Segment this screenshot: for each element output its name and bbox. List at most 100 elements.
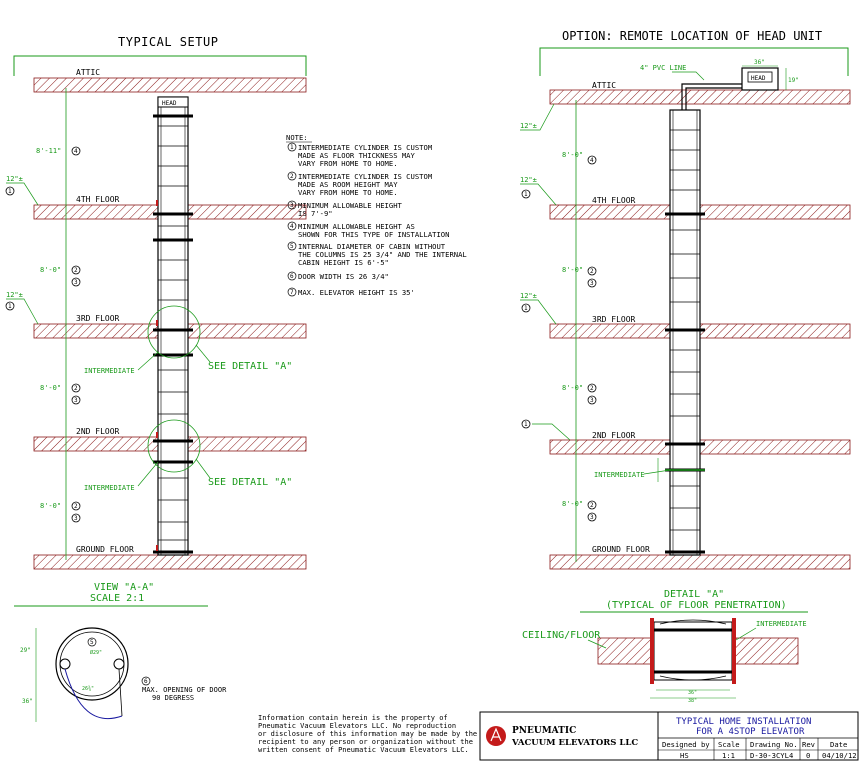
intermediate-label-lower: INTERMEDIATE: [84, 484, 135, 492]
view-aa: VIEW "A-A" SCALE 2:1 5 Ø29" 26¾" 29" 36"…: [14, 582, 227, 722]
svg-text:SHOWN FOR THIS TYPE OF INSTALL: SHOWN FOR THIS TYPE OF INSTALLATION: [298, 230, 449, 239]
svg-text:MADE AS ROOM HEIGHT MAY: MADE AS ROOM HEIGHT MAY: [298, 180, 398, 189]
svg-text:CABIN HEIGHT IS 6'-5": CABIN HEIGHT IS 6'-5": [298, 258, 389, 267]
view-dim-diam: Ø29": [90, 649, 102, 656]
svg-text:5: 5: [290, 243, 294, 250]
head-label-left: HEAD: [162, 100, 177, 107]
value-date: 04/10/12: [822, 751, 857, 760]
svg-text:Pneumatic Vacuum Elevators LLC: Pneumatic Vacuum Elevators LLC. No repro…: [258, 722, 456, 730]
svg-text:6: 6: [144, 678, 148, 685]
value-designed-by: HS: [680, 751, 689, 760]
svg-text:INTERMEDIATE CYLINDER IS CUSTO: INTERMEDIATE CYLINDER IS CUSTOM: [298, 143, 433, 152]
detail-intermediate-label: INTERMEDIATE: [756, 620, 807, 628]
svg-text:IS 7'-9": IS 7'-9": [298, 209, 333, 218]
svg-text:4: 4: [590, 157, 594, 164]
pvc-line-label: 4" PVC LINE: [640, 64, 686, 72]
level-attic-right: ATTIC: [592, 81, 616, 90]
svg-text:4: 4: [290, 223, 294, 230]
title-block: PNEUMATIC VACUUM ELEVATORS LLC TYPICAL H…: [479, 711, 859, 761]
svg-text:MINIMUM ALLOWABLE HEIGHT AS: MINIMUM ALLOWABLE HEIGHT AS: [298, 222, 415, 231]
company-name-line1: PNEUMATIC: [512, 726, 576, 736]
level-attic: ATTIC: [76, 68, 100, 77]
level-4th-right: 4TH FLOOR: [592, 196, 636, 205]
svg-text:1: 1: [524, 305, 528, 312]
svg-text:2: 2: [590, 502, 594, 509]
svg-text:5: 5: [90, 639, 94, 646]
detail-a: DETAIL "A" (TYPICAL OF FLOOR PENETRATION…: [522, 589, 808, 704]
svg-text:2: 2: [74, 267, 78, 274]
remote-head-option: OPTION: REMOTE LOCATION OF HEAD UNIT ATT…: [520, 29, 851, 570]
value-scale: 1:1: [722, 751, 735, 760]
level-ground-right: GROUND FLOOR: [592, 545, 650, 554]
header-drawing-no: Drawing No.: [750, 740, 798, 749]
drawing-title-line1: TYPICAL HOME INSTALLATION: [676, 717, 811, 727]
svg-text:INTERNAL DIAMETER OF CABIN WIT: INTERNAL DIAMETER OF CABIN WITHOUT: [298, 242, 446, 251]
svg-text:3: 3: [590, 280, 594, 287]
level-ground: GROUND FLOOR: [76, 545, 134, 554]
dim-right-3: 8'-0": [562, 384, 583, 392]
note-4: 4 MINIMUM ALLOWABLE HEIGHT AS SHOWN FOR …: [287, 221, 449, 239]
svg-text:MADE AS FLOOR THICKNESS MAY: MADE AS FLOOR THICKNESS MAY: [298, 151, 416, 160]
dim-right-1: 8'-0": [562, 151, 583, 159]
dim-attic-4th: 8'-11": [36, 147, 61, 155]
note-5: 5 INTERNAL DIAMETER OF CABIN WITHOUT THE…: [287, 241, 467, 267]
svg-text:7: 7: [290, 289, 294, 296]
header-designed-by: Designed by: [662, 740, 710, 749]
header-date: Date: [830, 740, 847, 749]
svg-text:VARY FROM HOME TO HOME.: VARY FROM HOME TO HOME.: [298, 188, 398, 197]
note-3: 3 MINIMUM ALLOWABLE HEIGHT IS 7'-9": [287, 200, 403, 218]
view-aa-title: VIEW "A-A": [94, 582, 154, 593]
svg-text:1: 1: [8, 303, 12, 310]
intermediate-label-right: INTERMEDIATE: [594, 471, 645, 479]
svg-text:1: 1: [8, 188, 12, 195]
svg-text:3: 3: [74, 279, 78, 286]
elevator-column-left: [153, 96, 193, 556]
dim-right-4: 8'-0": [562, 500, 583, 508]
door-note-line2: 90 DEGRESS: [152, 694, 194, 702]
company-name-line2: VACUUM ELEVATORS LLC: [511, 738, 638, 748]
note-1: 1 INTERMEDIATE CYLINDER IS CUSTOM MADE A…: [287, 142, 433, 168]
level-2nd: 2ND FLOOR: [76, 427, 120, 436]
slab-dim-3rd: 12"±: [6, 291, 23, 299]
svg-text:recipient to any person or org: recipient to any person or organization …: [258, 738, 473, 746]
svg-text:4: 4: [74, 148, 78, 155]
svg-text:2: 2: [590, 268, 594, 275]
typical-setup-title: TYPICAL SETUP: [118, 35, 218, 49]
dim-2nd-ground: 8'-0": [40, 502, 61, 510]
level-3rd: 3RD FLOOR: [76, 314, 120, 323]
view-dim-left: 29": [20, 647, 31, 654]
head-height-dim: 19": [788, 77, 799, 84]
svg-text:VARY FROM HOME TO HOME.: VARY FROM HOME TO HOME.: [298, 159, 398, 168]
svg-text:1: 1: [524, 191, 528, 198]
typical-setup: TYPICAL SETUP ATTIC 4TH FLOOR 3RD FLOOR …: [5, 35, 307, 570]
svg-text:2: 2: [74, 503, 78, 510]
svg-text:MAX. ELEVATOR HEIGHT IS 35': MAX. ELEVATOR HEIGHT IS 35': [298, 288, 415, 297]
notes-block: NOTE: 1 INTERMEDIATE CYLINDER IS CUSTOM …: [286, 133, 467, 297]
svg-text:MINIMUM ALLOWABLE HEIGHT: MINIMUM ALLOWABLE HEIGHT: [298, 201, 403, 210]
detail-a-subtitle: (TYPICAL OF FLOOR PENETRATION): [606, 600, 787, 611]
svg-text:1: 1: [524, 421, 528, 428]
slab-dim-right-attic: 12"±: [520, 122, 537, 130]
header-rev: Rev: [802, 740, 815, 749]
svg-text:THE COLUMNS IS 25 3/4" AND THE: THE COLUMNS IS 25 3/4" AND THE INTERNAL: [298, 250, 467, 259]
level-2nd-right: 2ND FLOOR: [592, 431, 636, 440]
intermediate-label-upper: INTERMEDIATE: [84, 367, 135, 375]
slab-dim-right-3rd: 12"±: [520, 292, 537, 300]
drawing-title-line2: FOR A 4STOP ELEVATOR: [696, 727, 805, 737]
note-2: 2 INTERMEDIATE CYLINDER IS CUSTOM MADE A…: [287, 171, 433, 197]
svg-text:3: 3: [290, 202, 294, 209]
svg-text:2: 2: [290, 173, 294, 180]
dim-right-2: 8'-0": [562, 266, 583, 274]
callouts-left: [5, 146, 81, 523]
remote-head-label: HEAD: [751, 75, 766, 82]
svg-text:INTERMEDIATE CYLINDER IS CUSTO: INTERMEDIATE CYLINDER IS CUSTOM: [298, 172, 433, 181]
view-aa-scale: SCALE 2:1: [90, 593, 144, 604]
value-drawing-no: D-30-3CYL4: [750, 751, 793, 760]
ceiling-floor-label: CEILING/FLOOR: [522, 630, 601, 641]
disclaimer: Information contain herein is the proper…: [258, 714, 477, 754]
level-3rd-right: 3RD FLOOR: [592, 315, 636, 324]
svg-text:DOOR WIDTH IS 26 3/4": DOOR WIDTH IS 26 3/4": [298, 272, 389, 281]
svg-text:3: 3: [74, 397, 78, 404]
value-rev: 0: [806, 751, 810, 760]
